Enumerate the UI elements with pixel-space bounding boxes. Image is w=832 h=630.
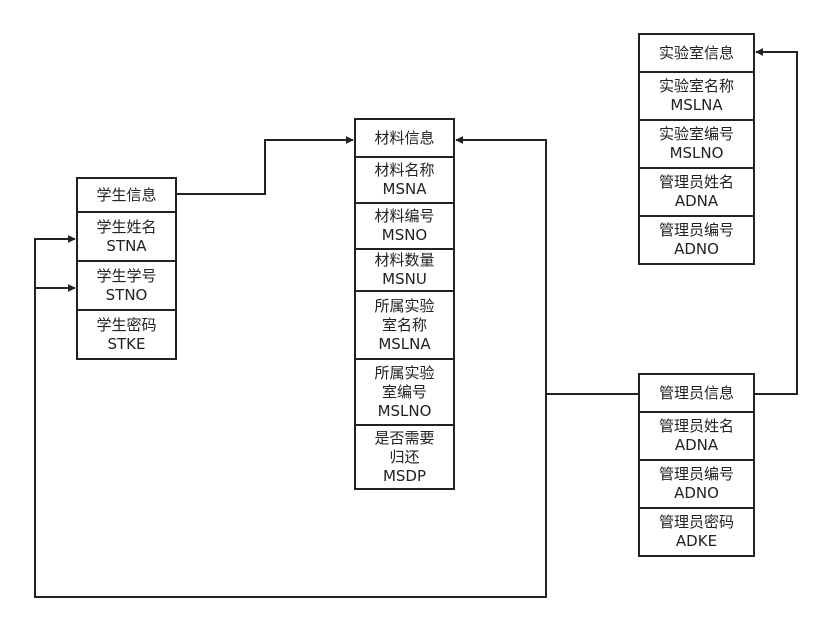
entity-admin-title[interactable]: 管理员信息: [638, 373, 755, 413]
connector-admin-to-student-name: [34, 235, 547, 598]
entity-material[interactable]: 材料信息 材料名称 MSNA 材料编号 MSNO 材料数量 MSNU 所属实验室…: [354, 118, 455, 490]
field-lab-admin-id: 管理员编号 ADNO: [638, 215, 755, 265]
field-student-name: 学生姓名 STNA: [76, 211, 177, 262]
field-admin-id: 管理员编号 ADNO: [638, 459, 755, 509]
entity-student-title[interactable]: 学生信息: [76, 177, 177, 213]
field-student-id: 学生学号 STNO: [76, 260, 177, 311]
field-student-password: 学生密码 STKE: [76, 309, 177, 360]
field-admin-name: 管理员姓名 ADNA: [638, 411, 755, 461]
connector-admin-to-lab: [755, 48, 798, 395]
field-admin-password: 管理员密码 ADKE: [638, 507, 755, 557]
field-lab-id: 实验室编号 MSLNO: [638, 119, 755, 169]
entity-admin[interactable]: 管理员信息 管理员姓名 ADNA 管理员编号 ADNO 管理员密码 ADKE: [638, 373, 755, 557]
connector-student-to-material: [177, 136, 354, 195]
entity-material-title[interactable]: 材料信息: [354, 118, 455, 158]
field-material-id: 材料编号 MSNO: [354, 202, 455, 250]
entity-lab-title[interactable]: 实验室信息: [638, 33, 755, 73]
field-lab-admin-name: 管理员姓名 ADNA: [638, 167, 755, 217]
field-material-lab-name: 所属实验室名称 MSLNA: [354, 290, 455, 360]
field-material-quantity: 材料数量 MSNU: [354, 248, 455, 292]
connector-admin-to-material: [455, 136, 638, 395]
field-material-name: 材料名称 MSNA: [354, 156, 455, 204]
entity-lab[interactable]: 实验室信息 实验室名称 MSLNA 实验室编号 MSLNO 管理员姓名 ADNA…: [638, 33, 755, 265]
field-lab-name: 实验室名称 MSLNA: [638, 71, 755, 121]
entity-student[interactable]: 学生信息 学生姓名 STNA 学生学号 STNO 学生密码 STKE: [76, 177, 177, 360]
field-material-lab-id: 所属实验室编号 MSLNO: [354, 358, 455, 426]
field-material-return-required: 是否需要归还 MSDP: [354, 424, 455, 490]
